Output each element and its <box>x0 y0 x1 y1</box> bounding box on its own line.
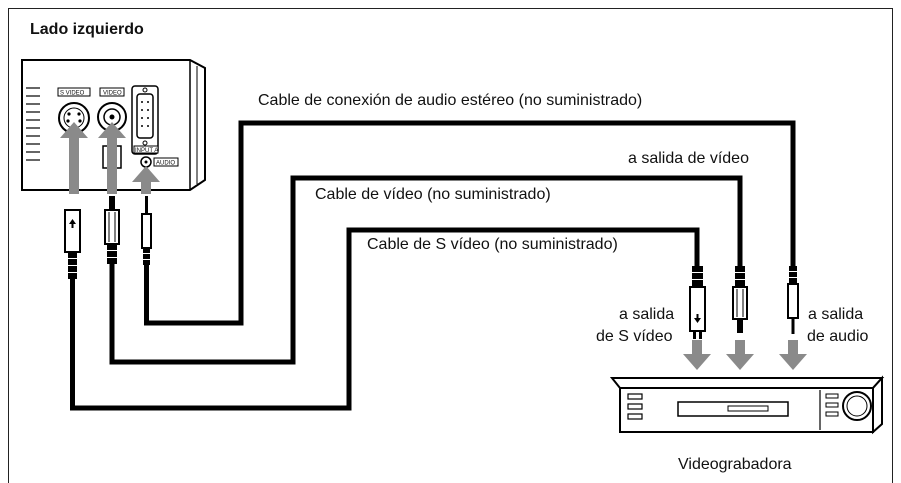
vcr-label: Videograbadora <box>678 456 792 473</box>
svg-text:AUDIO: AUDIO <box>156 161 175 167</box>
video-output-arrow <box>726 340 754 370</box>
audio-input-arrow <box>132 166 160 194</box>
video-output-label: a salida de vídeo <box>628 150 749 167</box>
svg-text:VIDEO: VIDEO <box>103 91 122 97</box>
output-arrows <box>683 340 807 370</box>
svideo-plug-right <box>689 266 706 339</box>
video-plug-left <box>104 196 120 264</box>
svg-text:INPUT A: INPUT A <box>135 148 158 154</box>
video-cable <box>109 175 743 365</box>
audio-plug-right <box>787 266 799 334</box>
vcr-device <box>609 375 885 435</box>
input-a-port: INPUT A <box>131 85 159 155</box>
svideo-output-label-line1: a salida <box>619 306 674 323</box>
svideo-cable <box>70 227 700 411</box>
audio-cable <box>144 120 796 326</box>
video-cable-label: Cable de vídeo (no suministrado) <box>315 186 551 203</box>
video-plug-right <box>732 266 748 333</box>
audio-output-arrow <box>779 340 807 370</box>
vent-grille <box>26 87 40 161</box>
audio-cable-label: Cable de conexión de audio estéreo (no s… <box>258 92 642 109</box>
audio-plug-left <box>141 196 152 265</box>
svideo-input-arrow <box>60 122 88 194</box>
video-input-arrow <box>98 122 126 194</box>
svideo-output-label-line2: de S vídeo <box>596 328 673 345</box>
svg-text:S VIDEO: S VIDEO <box>60 91 85 97</box>
svideo-plug-left <box>64 209 81 279</box>
figure-frame <box>8 8 893 483</box>
svideo-output-arrow <box>683 340 711 370</box>
input-arrows <box>60 122 160 194</box>
svideo-port: S VIDEO <box>57 87 91 134</box>
svideo-cable-label: Cable de S vídeo (no suministrado) <box>367 236 618 253</box>
audio-port: AUDIO <box>140 156 179 168</box>
page-title: Lado izquierdo <box>30 21 144 38</box>
audio-output-label-line2: de audio <box>807 328 868 345</box>
audio-output-label-line1: a salida <box>808 306 863 323</box>
